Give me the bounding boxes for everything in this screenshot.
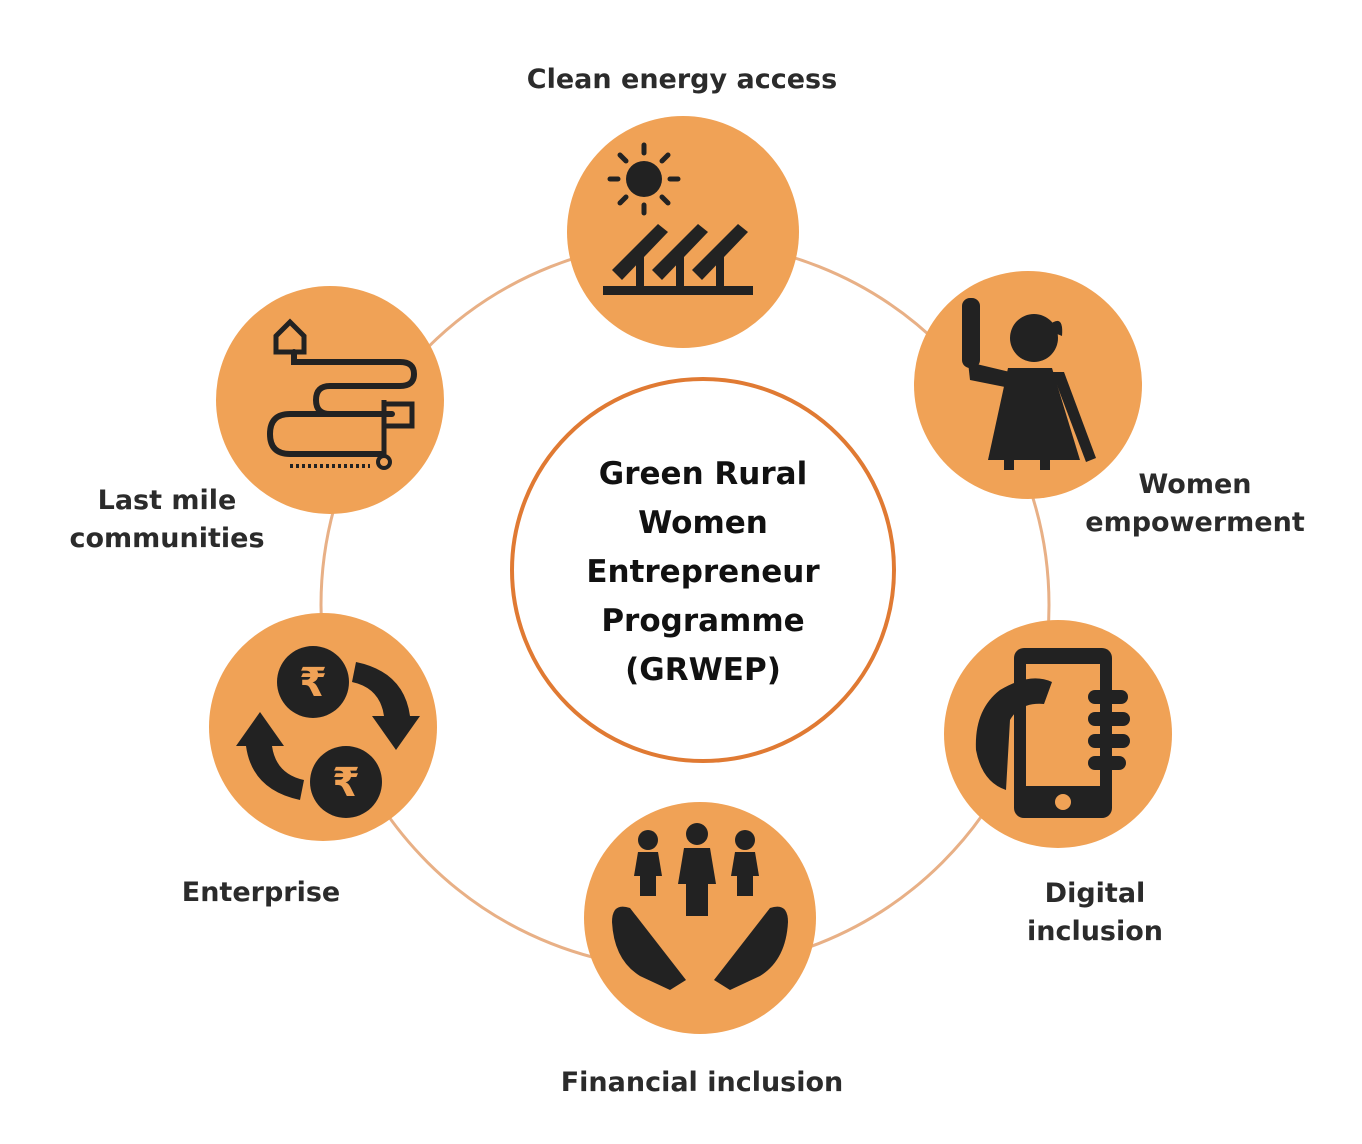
label-last-mile: Last mile communities xyxy=(64,482,270,558)
center-title-line: Green Rural xyxy=(598,456,808,492)
raised-hand-woman-icon xyxy=(962,298,1096,470)
label-financial-inclusion: Financial inclusion xyxy=(520,1064,884,1102)
node-digital-inclusion xyxy=(944,620,1172,848)
center-title-line: (GRWEP) xyxy=(625,652,781,688)
label-women-empowerment: Women empowerment xyxy=(1080,466,1310,542)
label-line: Financial inclusion xyxy=(560,1067,844,1098)
winding-road-house-icon xyxy=(266,318,418,470)
svg-text:₹: ₹ xyxy=(299,660,327,706)
rupee-exchange-icon: ₹ ₹ xyxy=(236,646,420,818)
label-line: Last mile xyxy=(97,485,237,516)
node-last-mile xyxy=(216,286,444,514)
label-line: Clean energy access xyxy=(526,64,838,95)
handshake-people-icon xyxy=(612,823,788,990)
center-title-line: Women xyxy=(638,505,768,541)
label-line: Women xyxy=(1138,469,1252,500)
label-clean-energy: Clean energy access xyxy=(482,61,882,99)
solar-panel-icon xyxy=(603,142,753,295)
center-title-line: Entrepreneur xyxy=(586,554,820,590)
node-women-empowerment xyxy=(914,271,1142,499)
label-line: Digital xyxy=(1044,878,1146,909)
node-financial-inclusion xyxy=(584,802,816,1034)
center-circle xyxy=(510,377,896,763)
center-title-line: Programme xyxy=(601,603,805,639)
center-title: Green Rural Women Entrepreneur Programme… xyxy=(540,450,866,695)
label-enterprise: Enterprise xyxy=(176,874,346,912)
node-clean-energy xyxy=(567,116,799,348)
node-enterprise: ₹ ₹ xyxy=(209,613,437,841)
label-line: inclusion xyxy=(1026,916,1164,947)
label-digital-inclusion: Digital inclusion xyxy=(1010,875,1180,951)
label-line: communities xyxy=(69,523,265,554)
label-line: Enterprise xyxy=(181,877,341,908)
svg-text:₹: ₹ xyxy=(332,760,360,806)
label-line: empowerment xyxy=(1085,507,1305,538)
node-circle xyxy=(216,286,444,514)
node-circle xyxy=(567,116,799,348)
smartphone-hand-icon xyxy=(975,648,1130,818)
